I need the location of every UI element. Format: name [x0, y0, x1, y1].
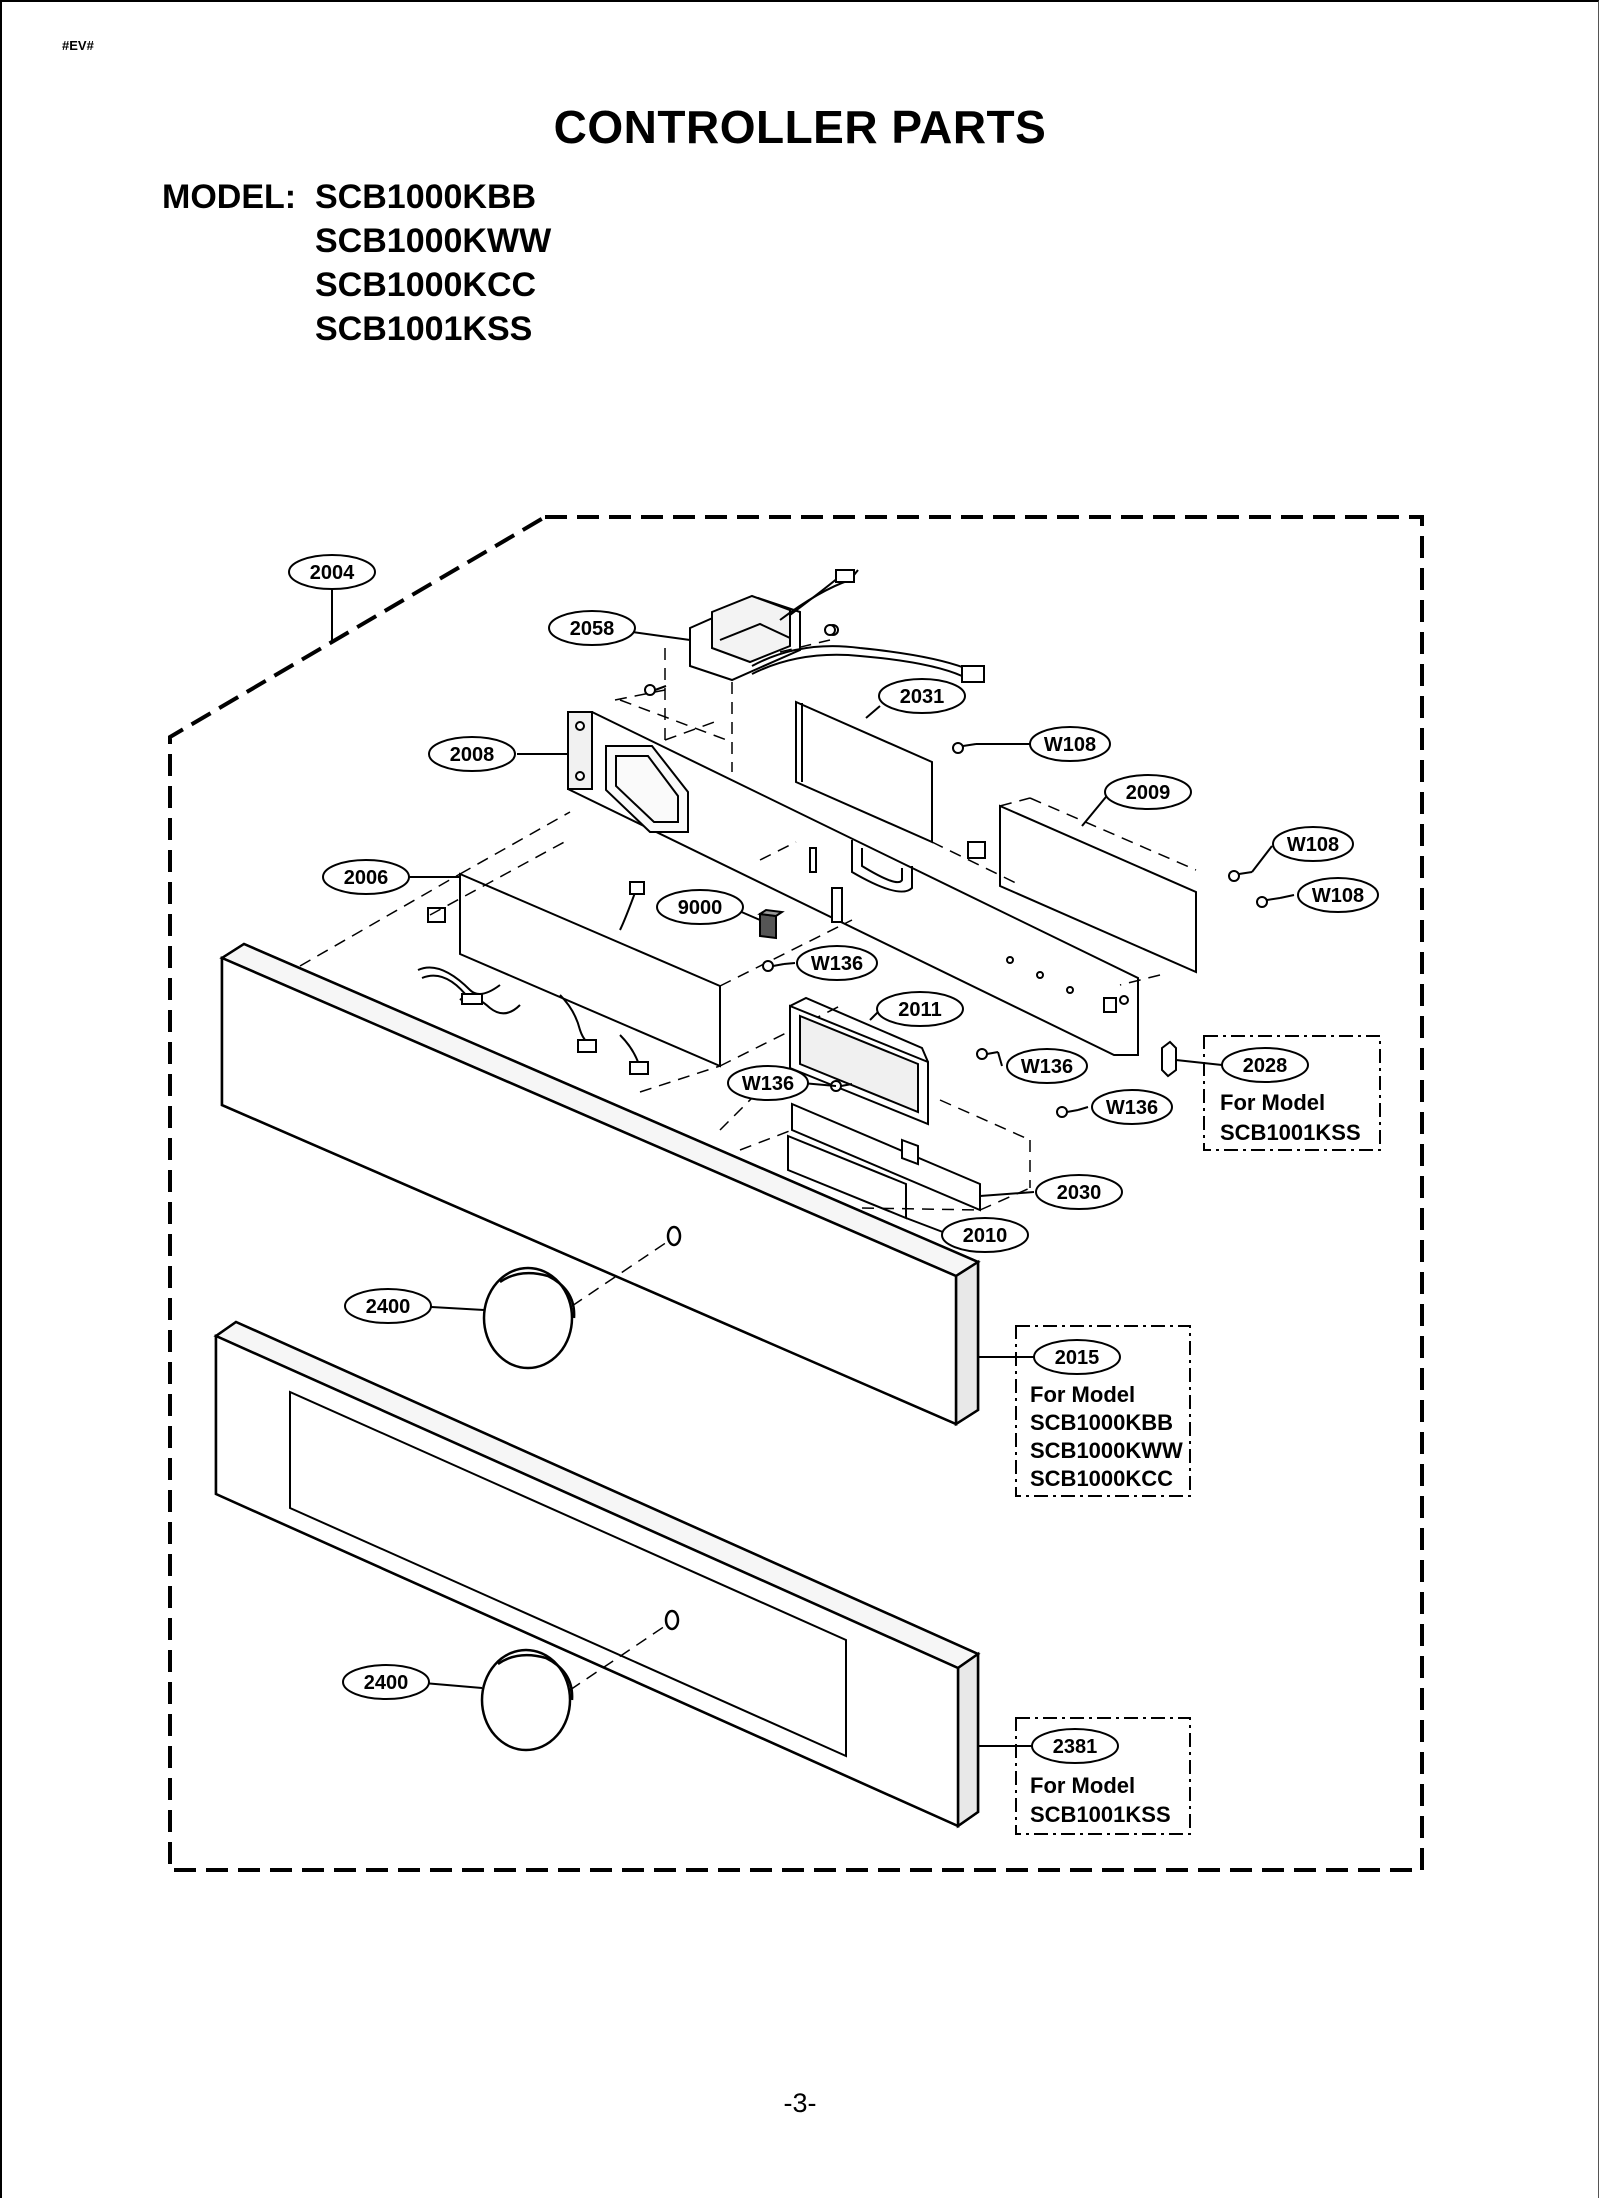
note-2015-line1: For Model [1030, 1382, 1135, 1407]
screw-icon [952, 742, 977, 754]
model-name-2: SCB1000KWW [315, 222, 552, 260]
callout-w136-a: W136 [811, 953, 863, 975]
model-label: MODEL: [162, 178, 297, 216]
screw-icon [976, 1048, 999, 1060]
callout-w108-a: W108 [1044, 734, 1096, 756]
note-2015-line2: SCB1000KBB [1030, 1410, 1173, 1435]
callout-2400-lower: 2400 [364, 1672, 409, 1694]
callout-2031: 2031 [900, 686, 945, 708]
callout-2006: 2006 [344, 867, 389, 889]
model-name-1: SCB1000KBB [315, 178, 537, 216]
front-panel-2015-part [219, 942, 981, 1427]
model-name-3: SCB1000KCC [315, 266, 537, 304]
screw-icon [824, 624, 836, 636]
callout-2011: 2011 [898, 999, 941, 1021]
callout-9000: 9000 [678, 897, 723, 919]
callout-2008: 2008 [450, 744, 495, 766]
screw-icon [762, 960, 785, 972]
note-2028-line2: SCB1001KSS [1220, 1120, 1361, 1145]
screw-icon [1228, 870, 1253, 882]
note-2028-line1: For Model [1220, 1090, 1325, 1115]
page-title: CONTROLLER PARTS [553, 101, 1047, 153]
display-window-2011-part [789, 996, 929, 1126]
callout-2004: 2004 [310, 562, 355, 584]
transformer-projection-lines [614, 639, 831, 772]
knob-2400-upper [482, 1266, 576, 1370]
callout-2058: 2058 [570, 618, 615, 640]
screw-icon [644, 684, 667, 696]
callout-2381: 2381 [1053, 1736, 1098, 1758]
note-2381-line2: SCB1001KSS [1030, 1802, 1171, 1827]
screw-icons [644, 624, 1281, 1118]
callout-2010: 2010 [963, 1225, 1008, 1247]
callout-2400-upper: 2400 [366, 1296, 411, 1318]
pcb-2009-part [967, 804, 1197, 974]
callout-w108-b: W108 [1287, 834, 1339, 856]
callout-w136-b: W136 [1021, 1056, 1073, 1078]
note-2015-line4: SCB1000KCC [1030, 1466, 1173, 1491]
note-2381-line1: For Model [1030, 1773, 1135, 1798]
wire-harness [417, 881, 649, 1075]
pcb-2009-projection-lines [999, 797, 1197, 986]
front-panel-2381-part [213, 1320, 981, 1829]
screw-icon [1056, 1106, 1079, 1118]
document-code: #EV# [62, 38, 94, 53]
callout-w136-c: W136 [742, 1073, 794, 1095]
callout-2015: 2015 [1055, 1347, 1100, 1369]
mounting-plate-part [567, 711, 1139, 1056]
callout-w136-d: W136 [1106, 1097, 1158, 1119]
callout-w108-c: W108 [1312, 885, 1364, 907]
model-name-4: SCB1001KSS [315, 310, 533, 348]
knob-clip-2028-part [1161, 1040, 1177, 1078]
connector-9000-part [757, 908, 785, 940]
note-boxes [1015, 1035, 1381, 1835]
screw-icon [1256, 896, 1281, 908]
lower-construction-lines [719, 1089, 1031, 1211]
callout-ovals [288, 554, 1379, 1764]
assembly-outline [168, 515, 1424, 1872]
callout-2028: 2028 [1243, 1055, 1288, 1077]
knob-2400-lower [480, 1648, 574, 1752]
note-2015-line3: SCB1000KWW [1030, 1438, 1183, 1463]
construction-lines [299, 699, 1021, 1093]
page-number: -3- [783, 2088, 817, 2118]
transformer-part [689, 569, 985, 683]
callout-2009: 2009 [1126, 782, 1171, 804]
callout-2030: 2030 [1057, 1182, 1102, 1204]
